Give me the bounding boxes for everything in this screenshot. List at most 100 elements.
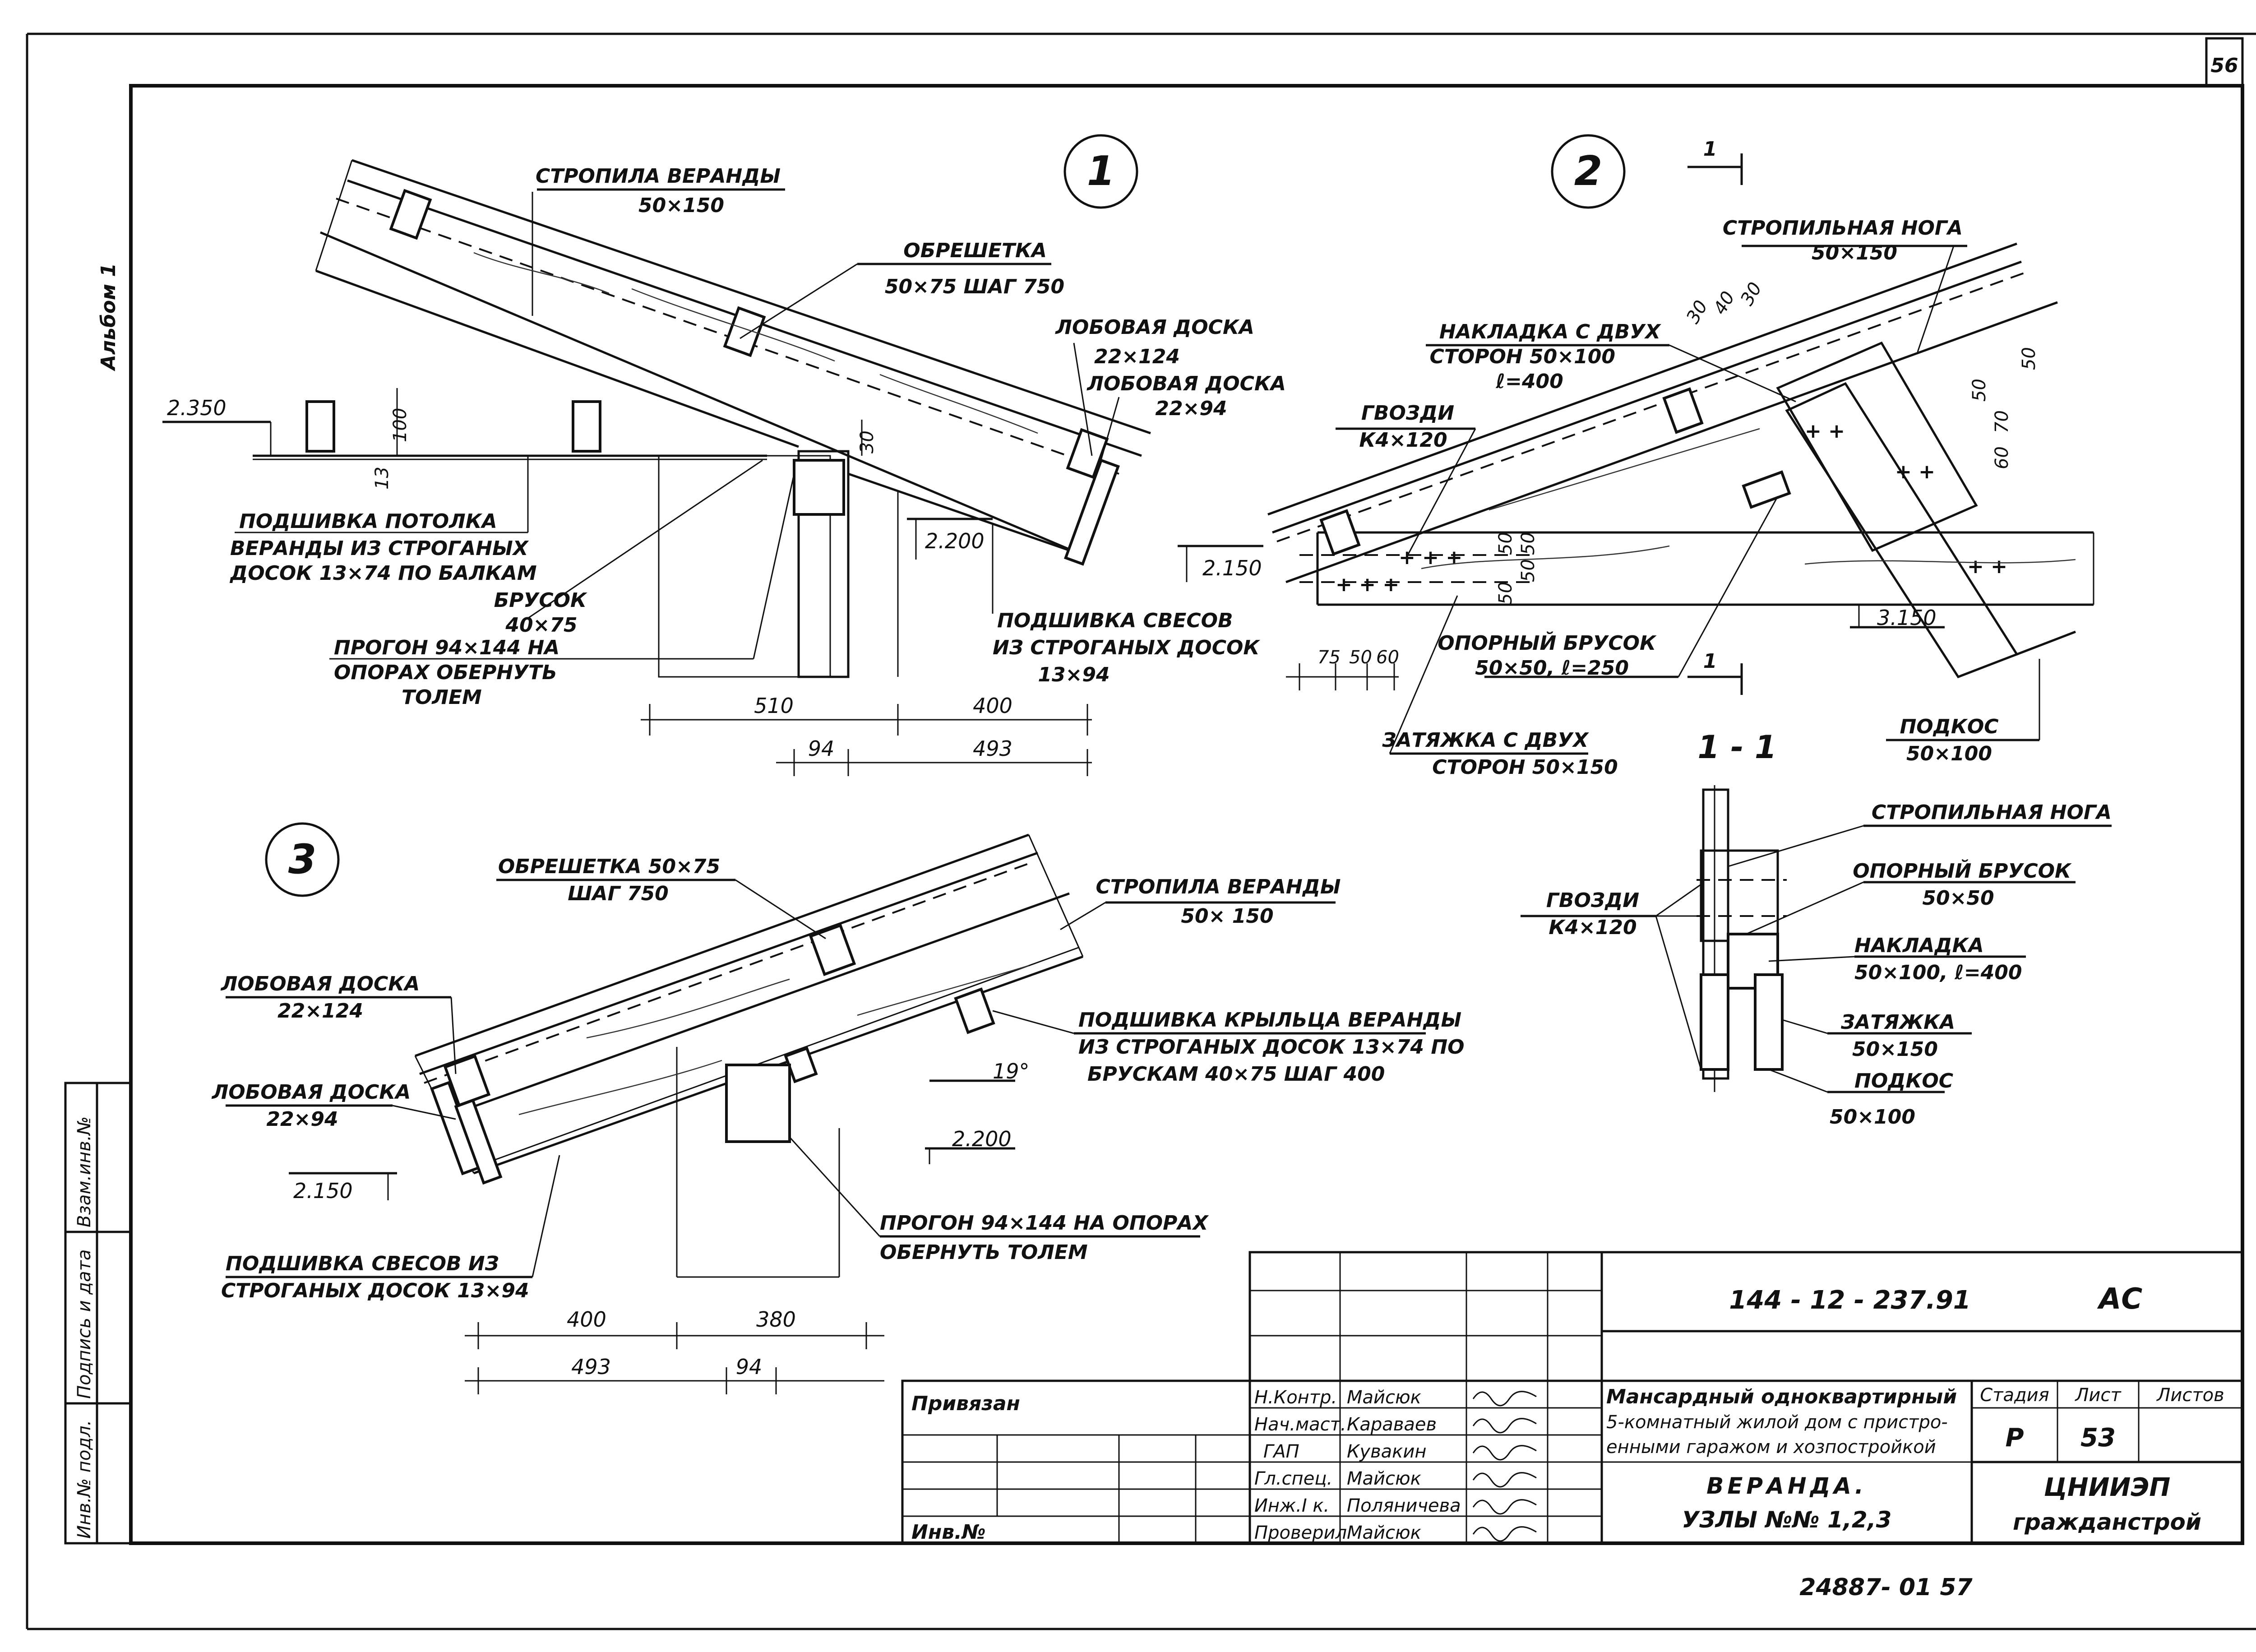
node2-side-dim-2: 70: [1992, 410, 2012, 433]
svg-text:+ +: + +: [1895, 460, 1935, 483]
name-0: Майсюк: [1347, 1387, 1421, 1408]
section11-support-title: ОПОРНЫЙ БРУСОК: [1853, 859, 2072, 883]
node2-support-bar-size: 50×50, ℓ=250: [1475, 657, 1629, 680]
node2-tie-dim-2: 50: [1518, 559, 1539, 582]
section11-strut-size: 50×100: [1830, 1106, 1915, 1129]
margin-inv-number: Инв.№ подл.: [74, 1420, 95, 1539]
node2-side-dim-4: 50: [1969, 379, 1990, 402]
stage-label: Стадия: [1980, 1385, 2049, 1406]
node2-overlay-line1: НАКЛАДКА С ДВУХ: [1439, 320, 1661, 343]
svg-text:+ + +: + + +: [1399, 546, 1462, 569]
section11-strut-title: ПОДКОС: [1854, 1069, 1953, 1092]
node3-lathing-line1: ОБРЕШЕТКА 50×75: [498, 855, 720, 878]
node3-circle-number: 3: [288, 836, 317, 883]
section11-overlay-size: 50×100, ℓ=400: [1854, 961, 2022, 984]
role-5: Проверил: [1254, 1522, 1347, 1543]
node2-section-mark-bottom: 1: [1703, 650, 1717, 673]
node3-fascia1-size: 22×124: [277, 1000, 363, 1023]
node3-level-2150: 2.150: [293, 1179, 353, 1203]
node2-dim-top-3: 30: [1737, 279, 1766, 309]
node1-lathing-size: 50×75 ШАГ 750: [885, 275, 1064, 298]
name-2: Кувакин: [1347, 1441, 1426, 1462]
page-number: 56: [2210, 54, 2238, 77]
node2-side-dim-1: 50: [2019, 347, 2039, 370]
sheet-value: 53: [2080, 1423, 2116, 1453]
node2-rafter-leg-size: 50×150: [1812, 241, 1897, 264]
stage-value: Р: [2005, 1423, 2024, 1453]
node3-drawing: [226, 822, 1426, 1394]
node2-rafter-leg: СТРОПИЛЬНАЯ НОГА: [1723, 217, 1963, 240]
margin-replace-inv: Взам.инв.№: [74, 1116, 95, 1227]
node1-dim-493: 493: [973, 736, 1012, 761]
inv-label: Инв.№: [911, 1521, 986, 1544]
doc-code: 144 - 12 - 237.91: [1729, 1286, 1970, 1315]
node2-bottom-dim-75: 75: [1318, 647, 1341, 668]
svg-text:+ +: + +: [1967, 555, 2007, 578]
role-4: Инж.I к.: [1254, 1495, 1329, 1516]
node2-circle-number: 2: [1574, 148, 1603, 195]
role-3: Гл.спец.: [1254, 1468, 1332, 1489]
node2-support-bar-title: ОПОРНЫЙ БРУСОК: [1438, 631, 1657, 655]
signature-marks: [1472, 1391, 1537, 1542]
org-line1: ЦНИИЭП: [2044, 1473, 2171, 1502]
role-2: ГАП: [1263, 1441, 1299, 1462]
node2-dim-top-2: 40: [1710, 288, 1739, 318]
project-line3: енными гаражом и хозпостройкой: [1606, 1437, 1936, 1458]
node2-drawing: + + + + + + + + + + + +: [1178, 134, 2094, 755]
node2-tie-dim-4: 50: [1518, 532, 1539, 555]
section11-title: 1 - 1: [1697, 729, 1776, 766]
node2-nails-title: ГВОЗДИ: [1361, 402, 1454, 425]
node1-dim-30: 30: [857, 430, 878, 453]
role-0: Н.Контр.: [1254, 1387, 1337, 1408]
node1-circle-number: 1: [1087, 148, 1115, 195]
node1-bar-size: 40×75: [505, 614, 577, 637]
node1-level-2200: 2.200: [925, 529, 985, 553]
node2-side-dim-3: 60: [1992, 446, 2012, 469]
node3-angle: 19°: [993, 1059, 1030, 1083]
node1-dim-13: 13: [372, 467, 393, 490]
project-line1: Мансардный одноквартирный: [1606, 1385, 1957, 1408]
node1-lathing-title: ОБРЕШЕТКА: [903, 239, 1047, 262]
node3-dim-400: 400: [567, 1307, 606, 1332]
node2-bottom-dim-50: 50: [1349, 647, 1372, 668]
node3-purlin-line2: ОБЕРНУТЬ ТОЛЕМ: [880, 1241, 1088, 1264]
left-margin-stamp: [64, 1082, 132, 1545]
name-3: Майсюк: [1347, 1468, 1421, 1489]
title-block-grid: [901, 1251, 2244, 1545]
node3-fascia1-title: ЛОБОВАЯ ДОСКА: [220, 972, 420, 995]
album-label: Альбом 1: [97, 263, 120, 371]
node1-rafter-title: СТРОПИЛА ВЕРАНДЫ: [536, 165, 781, 188]
node3-dim-493: 493: [571, 1355, 611, 1379]
node1-purlin-line1: ПРОГОН 94×144 НА: [334, 636, 559, 659]
section11-tie-size: 50×150: [1852, 1038, 1938, 1061]
node3-porch-line3: БРУСКАМ 40×75 ШАГ 400: [1087, 1063, 1385, 1086]
node1-dim-400: 400: [973, 694, 1012, 718]
node3-rafter-title: СТРОПИЛА ВЕРАНДЫ: [1096, 875, 1341, 898]
node1-purlin-line3: ТОЛЕМ: [402, 686, 482, 709]
org-line2: гражданстрой: [2013, 1509, 2201, 1535]
section11-tie-title: ЗАТЯЖКА: [1840, 1011, 1955, 1034]
node3-purlin-line1: ПРОГОН 94×144 НА ОПОРАХ: [880, 1212, 1209, 1235]
node3-dim-380: 380: [756, 1307, 796, 1332]
name-4: Поляничева: [1347, 1495, 1461, 1516]
node3-eaves-line2: СТРОГАНЫХ ДОСОК 13×94: [221, 1279, 529, 1302]
section11-support-size: 50×50: [1922, 887, 1994, 910]
bound-label: Привязан: [911, 1392, 1020, 1415]
section11-drawing: [1521, 785, 2112, 1093]
node1-drawing: [162, 134, 1151, 776]
node2-overlay-line3: ℓ=400: [1495, 370, 1563, 393]
section11-overlay-title: НАКЛАДКА: [1854, 934, 1984, 957]
stamp-number: 24887- 01 57: [1799, 1574, 1973, 1601]
node1-dim-94: 94: [808, 736, 835, 761]
svg-text:+ + +: + + +: [1336, 573, 1399, 596]
node2-level-3150: 3.150: [1877, 606, 1937, 630]
node3-dim-94: 94: [736, 1355, 763, 1379]
node3-level-2200: 2.200: [952, 1127, 1012, 1151]
node3-rafter-size: 50× 150: [1181, 905, 1273, 928]
node1-fascia2-size: 22×94: [1155, 397, 1227, 420]
doc-mark: АС: [2097, 1282, 2143, 1316]
node2-tie-dim-1: 50: [1495, 532, 1516, 555]
node3-eaves-line1: ПОДШИВКА СВЕСОВ ИЗ: [226, 1252, 499, 1275]
node2-level-2150: 2.150: [1202, 556, 1262, 580]
